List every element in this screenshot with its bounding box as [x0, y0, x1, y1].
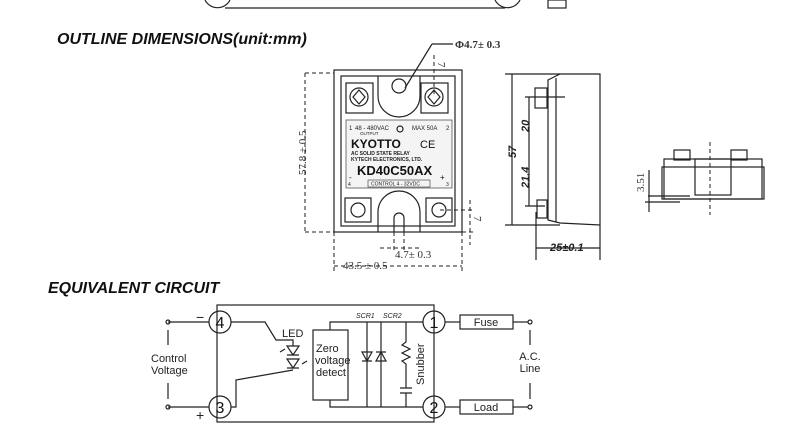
scr2-label: SCR2 — [383, 313, 402, 320]
label-brand: KYOTTO — [351, 137, 401, 151]
zero-detect-label-2: voltage — [315, 355, 350, 367]
led-label: LED — [282, 328, 303, 340]
ac-line-label-2: Line — [520, 363, 541, 375]
dimension-3-51: 3.51 — [635, 173, 647, 192]
label-t1: 1 — [349, 126, 353, 132]
bottom-offset-dimension: 7 — [471, 216, 483, 222]
label-control: CONTROL 4 - 32VDC — [371, 182, 420, 188]
minus-sign: − — [196, 309, 204, 325]
control-voltage-label-1: Control — [151, 353, 186, 365]
label-minus: - — [349, 173, 352, 182]
slot-dimension: 4.7± 0.3 — [395, 249, 432, 261]
load-label: Load — [474, 402, 498, 414]
front-view: 1 48 - 480VAC OUTPUT MAX 50A 2 KYOTTO CE… — [297, 39, 501, 272]
dimension-57: 57 — [507, 145, 519, 158]
label-t2: 2 — [446, 126, 450, 132]
label-t3: 3 — [446, 182, 449, 188]
height-dimension: 57.8 ± 0.5 — [297, 130, 309, 175]
fuse-box: Fuse — [459, 314, 514, 330]
terminal-4-label: 4 — [216, 315, 225, 332]
zero-detect-label-1: Zero — [316, 343, 339, 355]
screw-terminal-2 — [420, 82, 449, 114]
terminal-2-label: 2 — [430, 400, 439, 417]
screw-terminal-1 — [345, 82, 374, 114]
dimension-20: 20 — [520, 119, 532, 133]
dimension-21-4: 21.4 — [520, 167, 532, 189]
zero-detect-label-3: detect — [316, 367, 346, 379]
ce-mark: CE — [420, 139, 435, 151]
dimension-25: 25±0.1 — [549, 242, 584, 254]
top-offset-dimension: 7 — [435, 62, 447, 68]
label-line1: AC SOLID STATE RELAY — [351, 151, 410, 157]
screw-terminal-3 — [425, 197, 453, 223]
terminal-3: 3 — [208, 395, 232, 419]
previous-drawing-fragment — [204, 0, 567, 9]
ac-line-label-1: A.C. — [519, 351, 540, 363]
screw-terminal-4 — [344, 197, 372, 223]
outline-dimensions-heading: OUTLINE DIMENSIONS(unit:mm) — [57, 31, 307, 48]
terminal-4: 4 — [208, 310, 232, 334]
label-t4: 4 — [348, 182, 351, 188]
hole-dimension: Φ4.7± 0.3 — [455, 39, 501, 51]
label-line2: KYTECH ELECTRONICS, LTD. — [351, 157, 423, 163]
fuse-label: Fuse — [474, 317, 498, 329]
label-model: KD40C50AX — [357, 163, 432, 178]
terminal-2: 2 — [422, 395, 446, 419]
label-output: OUTPUT — [360, 131, 379, 136]
terminal-3-label: 3 — [216, 400, 225, 417]
end-view: 3.51 — [635, 142, 765, 215]
label-plus: + — [440, 173, 445, 182]
plus-sign: + — [196, 407, 204, 423]
scr1-label: SCR1 — [356, 313, 375, 320]
terminal-1-label: 1 — [430, 315, 439, 332]
width-dimension: 43.5 ± 0.5 — [343, 260, 388, 272]
control-voltage-label-2: Voltage — [151, 365, 188, 377]
side-view: 20 57 21.4 25±0.1 — [505, 73, 601, 260]
equivalent-circuit-heading: EQUIVALENT CIRCUIT — [48, 280, 220, 297]
load-box: Load — [459, 399, 514, 415]
label-voltage: 48 - 480VAC — [355, 126, 390, 132]
equivalent-circuit: Control Voltage − + 4 3 LED Zero voltage… — [151, 304, 541, 423]
label-max: MAX 50A — [412, 126, 437, 132]
terminal-1: 1 — [422, 310, 446, 334]
snubber-label: Snubber — [415, 343, 427, 385]
